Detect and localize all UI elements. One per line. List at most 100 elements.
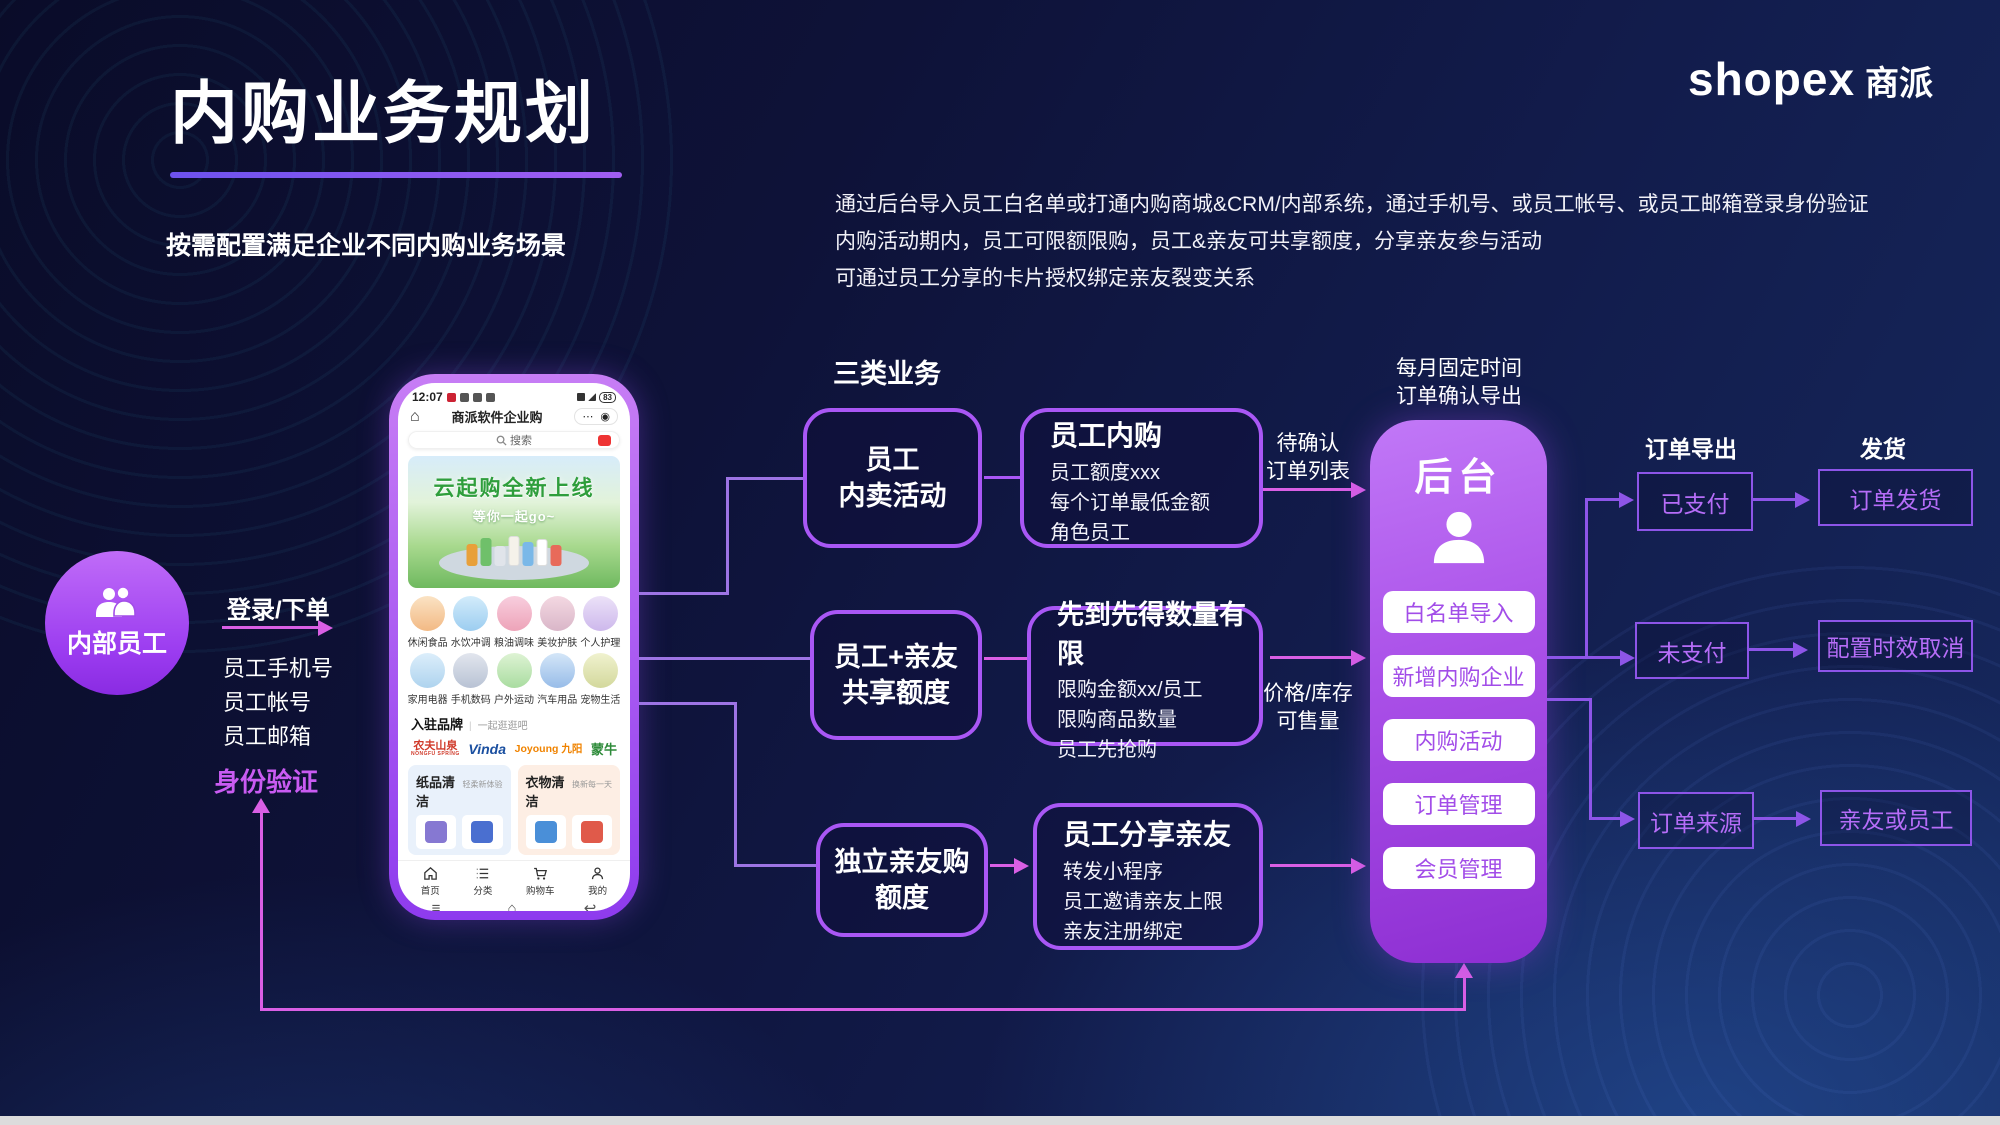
brand-joyoung[interactable]: Joyoung 九阳 [514,743,583,755]
miniprogram-capsule[interactable]: ⋯ ◉ [574,408,618,425]
bottom-strip [0,1116,2000,1125]
connector-paid-ship [1753,498,1797,501]
product-thumb [462,815,503,849]
tab-profile[interactable]: 我的 [588,865,607,897]
brand-mengniu[interactable]: 蒙牛 [590,742,617,757]
promo-banner[interactable]: 云起购全新上线 等你一起go~ [408,456,620,588]
node-employee-purchase-detail: 员工内购 员工额度xxx 每个订单最低金额 角色员工 [1020,408,1263,548]
close-target-icon[interactable]: ◉ [600,411,610,423]
page-title: 内购业务规划 [170,76,597,152]
category-image [496,653,532,688]
miniprogram-navbar: ⌂ 商派软件企业购 ⋯ ◉ [398,405,630,428]
arrow-row2-to-backend [1270,656,1354,659]
category-item[interactable]: 水饮冲调 [449,596,492,649]
tab-categories[interactable]: 分类 [473,865,492,897]
node-first-come-limited: 先到先得数量有限 限购金额xx/员工 限购商品数量 员工先抢购 [1027,600,1263,761]
people-icon [96,587,136,617]
connector-backend-paid [1585,498,1621,501]
backend-panel: 后台 白名单导入 新增内购企业 内购活动 订单管理 会员管理 [1370,420,1547,963]
promo-card-row: 纸品清洁 轻柔新体验 衣物清洁 换新每一天 [398,760,630,860]
backend-button-purchase-activity[interactable]: 内购活动 [1382,719,1535,761]
clock-label: 12:07 [412,390,443,404]
arrow-unpaid-head [1620,650,1635,666]
product-thumb [571,815,612,849]
login-order-label: 登录/下单 [227,597,330,624]
backend-title: 后台 [1414,457,1503,499]
connector-row2-boxes [984,657,1027,660]
backend-button-member-management[interactable]: 会员管理 [1382,847,1535,889]
node-employee-share-family: 员工分享亲友 转发小程序 员工邀请亲友上限 亲友注册绑定 [1033,803,1263,950]
category-item[interactable]: 家用电器 [406,653,449,706]
arrow-row3-head [1351,858,1366,874]
arrow-paid-head [1619,492,1634,508]
tab-cart[interactable]: 购物车 [526,865,555,897]
feedback-line-left-vertical [260,811,263,1011]
category-item[interactable]: 粮油调味 [492,596,535,649]
internal-employee-node: 内部员工 [45,551,189,695]
category-image [453,653,489,688]
credential-list: 员工手机号 员工帐号 员工邮箱 [223,656,334,749]
store-title: 商派软件企业购 [451,410,543,425]
note-pending-orders: 待确认 订单列表 [1266,432,1350,483]
category-row-1: 休闲食品 水饮冲调 粮油调味 美妆护肤 个人护理 [398,592,630,649]
connector-phone-row3-h2 [734,864,816,867]
category-tab-icon [477,868,489,879]
product-thumb [525,815,566,849]
intro-line-1: 通过后台导入员工白名单或打通内购商城&CRM/内部系统，通过手机号、或员工帐号、… [835,193,1869,216]
android-home-icon[interactable]: ⌂ [507,899,517,912]
banner-products [466,536,562,566]
arrow-row2-head [1351,650,1366,666]
intro-line-3: 可通过员工分享的卡片授权绑定亲友裂变关系 [835,267,1255,290]
more-icon[interactable]: ⋯ [582,411,594,423]
category-item[interactable]: 美妆护肤 [536,596,579,649]
backend-schedule-note: 每月固定时间 订单确认导出 [1396,357,1522,408]
action-box-family-or-employee: 亲友或员工 [1820,790,1972,846]
category-item[interactable]: 户外运动 [492,653,535,706]
category-item[interactable]: 手机数码 [449,653,492,706]
connector-phone-row3-h1 [639,702,737,705]
category-item[interactable]: 个人护理 [579,596,622,649]
brand-nongfu[interactable]: 农夫山泉 NONGFU SPRING [411,739,460,757]
title-underline [170,172,622,178]
category-image [410,596,446,631]
search-icon [496,435,507,446]
android-navbar: ≡ ⌂ ↩ [398,899,630,912]
tab-home[interactable]: 首页 [421,865,440,897]
category-image [539,653,575,688]
arrow-row1-to-backend [1263,488,1355,491]
promo-card-paper[interactable]: 纸品清洁 轻柔新体验 [408,765,511,855]
backend-button-whitelist-import[interactable]: 白名单导入 [1382,591,1535,633]
backend-button-add-company[interactable]: 新增内购企业 [1382,655,1535,697]
verify-arrow-up-head [252,798,270,813]
recent-apps-icon[interactable]: ≡ [431,899,441,912]
connector-phone-row2 [639,657,810,660]
login-arrow-line [222,626,322,629]
profile-tab-icon [592,867,604,880]
connector-phone-row3-v [734,702,737,866]
logo-text-en: shopex [1688,53,1856,105]
connector-row1-boxes [984,476,1020,479]
home-icon[interactable]: ⌂ [410,407,420,425]
status-box-paid: 已支付 [1637,472,1753,531]
arrow-source-head [1620,811,1635,827]
connector-backend-source-h1 [1547,698,1592,701]
message-icon[interactable] [598,434,611,446]
feedback-line-right-vertical [1463,977,1466,1011]
category-item[interactable]: 宠物生活 [579,653,622,706]
promo-card-laundry[interactable]: 衣物清洁 换新每一天 [517,765,620,855]
intro-line-2: 内购活动期内，员工可限额限购，员工&亲友可共享额度，分享亲友参与活动 [835,230,1543,253]
brand-vinda[interactable]: Vinda [468,740,506,757]
category-item[interactable]: 休闲食品 [406,596,449,649]
connector-source-who [1754,817,1798,820]
admin-user-icon [1433,511,1484,564]
vibrate-icon [577,393,586,401]
intro-paragraph: 通过后台导入员工白名单或打通内购商城&CRM/内部系统，通过手机号、或员工帐号、… [835,186,1869,297]
category-image [410,653,446,688]
search-input[interactable]: 搜索 [408,431,620,449]
back-icon[interactable]: ↩ [583,900,597,911]
category-item[interactable]: 汽车用品 [536,653,579,706]
backend-button-order-management[interactable]: 订单管理 [1382,783,1535,825]
category-image [496,596,532,631]
connector-phone-row1-v [726,477,729,595]
arrow-source-who-head [1796,811,1811,827]
